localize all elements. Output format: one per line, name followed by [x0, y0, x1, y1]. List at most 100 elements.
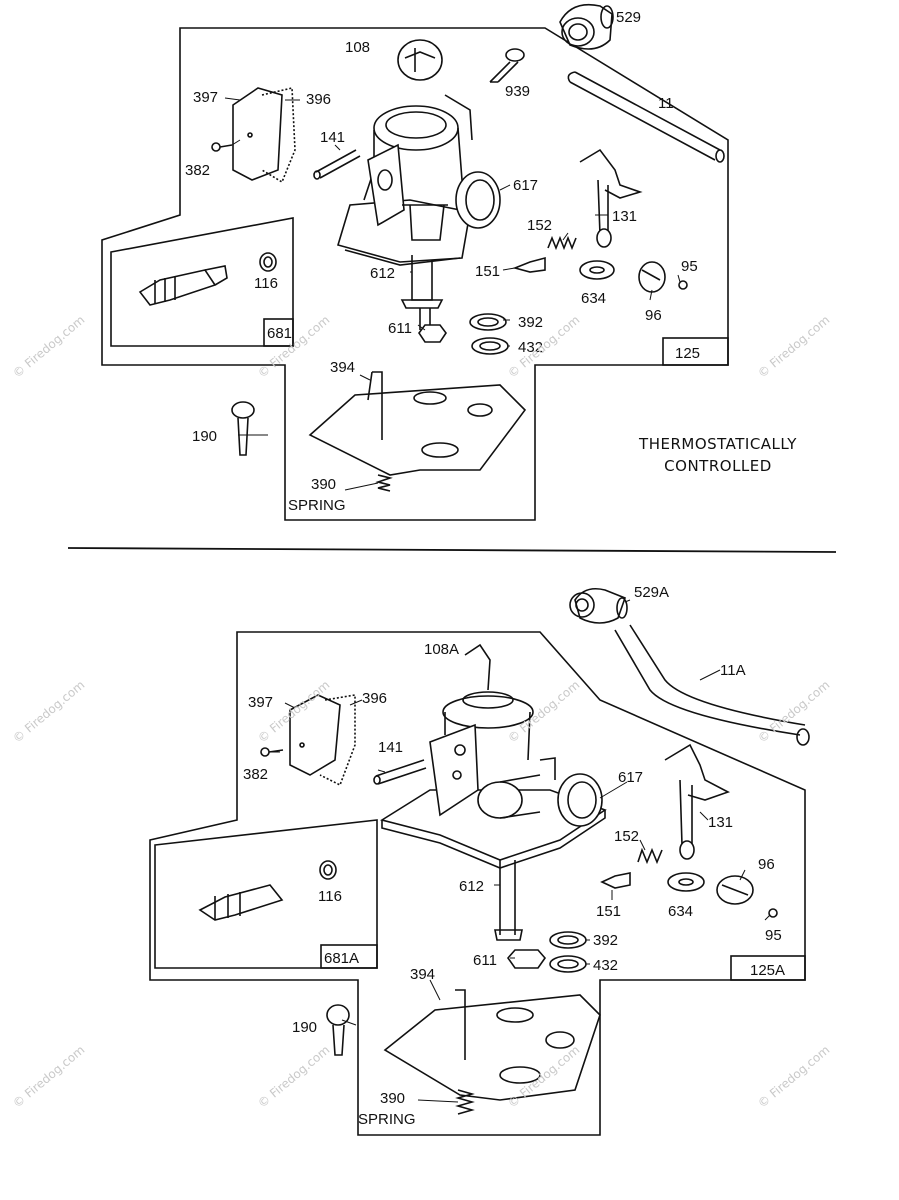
lower-part-529a-icon [569, 587, 628, 624]
lower-label-432: 432 [593, 957, 618, 974]
upper-label-382: 382 [185, 162, 210, 179]
lower-part-116-icon [319, 860, 337, 880]
upper-label-96: 96 [645, 307, 662, 324]
lower-label-396: 396 [362, 690, 387, 707]
upper-part-108-icon [397, 39, 443, 81]
upper-box-681-label: 681 [267, 325, 292, 342]
lower-part-392-icon [549, 931, 587, 949]
upper-label-141: 141 [320, 129, 345, 146]
lower-box-125a-label: 125A [750, 962, 785, 979]
upper-diagram: 529 108 939 11 397 396 382 141 617 131 1… [101, 3, 729, 521]
upper-part-634-icon [579, 260, 615, 280]
upper-label-392: 392 [518, 314, 543, 331]
upper-frame [101, 27, 729, 521]
upper-carburetor-icon [336, 94, 501, 343]
caption-line-1: THERMOSTATICALLY [639, 435, 797, 453]
lower-part-432-icon [549, 955, 587, 973]
lower-label-96: 96 [758, 856, 775, 873]
thermostatic-caption: THERMOSTATICALLY CONTROLLED [600, 433, 836, 477]
upper-label-396: 396 [306, 91, 331, 108]
lower-label-152: 152 [614, 828, 639, 845]
upper-label-108: 108 [345, 39, 370, 56]
upper-part-152-icon [547, 235, 577, 251]
lower-box-125a-tag [730, 955, 806, 981]
lower-part-151-icon [600, 872, 631, 889]
lower-label-397: 397 [248, 694, 273, 711]
lower-part-152-icon [637, 847, 663, 865]
lower-part-397-icon [289, 694, 356, 787]
upper-part-96-icon [638, 261, 666, 293]
lower-label-392: 392 [593, 932, 618, 949]
upper-label-612: 612 [370, 265, 395, 282]
lower-part-131-icon [664, 743, 731, 860]
lower-label-617: 617 [618, 769, 643, 786]
lower-part-390-icon [455, 1089, 475, 1115]
lower-needle-valve-icon [198, 884, 284, 921]
upper-part-151-icon [512, 256, 546, 273]
upper-box-681-tag [263, 318, 294, 347]
upper-part-390-icon [375, 474, 393, 492]
lower-label-141: 141 [378, 739, 403, 756]
upper-box-125-tag [662, 337, 729, 366]
lower-label-612: 612 [459, 878, 484, 895]
upper-label-spring: SPRING [288, 497, 346, 514]
upper-label-131: 131 [612, 208, 637, 225]
upper-label-190: 190 [192, 428, 217, 445]
lower-part-96-icon [716, 875, 754, 905]
upper-part-939-icon [489, 48, 525, 83]
lower-label-11a: 11A [720, 662, 746, 679]
upper-part-11-icon [567, 71, 725, 163]
upper-gasket-394-icon [308, 371, 527, 476]
upper-label-151: 151 [475, 263, 500, 280]
lower-label-390: 390 [380, 1090, 405, 1107]
upper-label-152: 152 [527, 217, 552, 234]
upper-part-432-icon [471, 337, 509, 355]
upper-label-611: 611 [388, 320, 412, 337]
lower-part-95-icon [768, 908, 778, 918]
lower-part-190-icon [326, 1004, 350, 1056]
lower-part-141-icon [373, 759, 427, 785]
lower-label-611: 611 [473, 952, 497, 969]
upper-label-529: 529 [616, 9, 641, 26]
lower-label-spring: SPRING [358, 1111, 416, 1128]
upper-box-125-label: 125 [675, 345, 700, 362]
lower-label-529a: 529A [634, 584, 669, 601]
upper-part-382-icon [211, 142, 233, 152]
lower-box-681a-label: 681A [324, 950, 359, 967]
lower-label-634: 634 [668, 903, 693, 920]
lower-diagram: 529A 108A 11A 397 396 382 141 617 131 15… [149, 584, 810, 1136]
lower-label-108a: 108A [424, 641, 459, 658]
upper-part-116-icon [259, 252, 277, 272]
lower-frame [149, 631, 806, 1136]
upper-leader-lines [224, 97, 681, 491]
lower-label-116: 116 [318, 888, 342, 905]
upper-label-939: 939 [505, 83, 530, 100]
upper-part-141-icon [313, 149, 361, 180]
lower-gasket-394-icon [383, 989, 601, 1101]
upper-label-432: 432 [518, 339, 543, 356]
upper-needle-valve-icon [138, 265, 228, 306]
upper-label-116: 116 [254, 275, 278, 292]
upper-label-397: 397 [193, 89, 218, 106]
upper-part-190-icon [231, 401, 255, 456]
upper-part-397-icon [232, 87, 296, 184]
upper-part-131-icon [579, 148, 643, 248]
upper-part-529-icon [559, 3, 614, 50]
upper-label-634: 634 [581, 290, 606, 307]
upper-label-11: 11 [658, 95, 674, 112]
upper-label-95: 95 [681, 258, 698, 275]
upper-label-617: 617 [513, 177, 538, 194]
lower-part-634-icon [667, 872, 705, 892]
lower-label-394: 394 [410, 966, 435, 983]
lower-box-681a-tag [320, 944, 378, 969]
lower-label-190: 190 [292, 1019, 317, 1036]
upper-part-392-icon [469, 313, 507, 331]
lower-label-151: 151 [596, 903, 621, 920]
caption-line-2: CONTROLLED [664, 457, 772, 475]
upper-label-390: 390 [311, 476, 336, 493]
upper-label-394: 394 [330, 359, 355, 376]
lower-label-382: 382 [243, 766, 268, 783]
lower-carburetor-icon [379, 643, 607, 969]
lower-part-11a-icon [614, 624, 810, 746]
